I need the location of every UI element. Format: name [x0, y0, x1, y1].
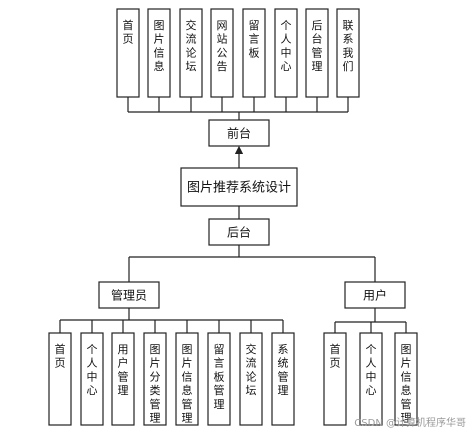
- admin-node: 管理员: [98, 281, 160, 309]
- front-module-7: 联系我们: [336, 8, 360, 98]
- front-module-4-box: [242, 8, 266, 98]
- front-module-2: 交流论坛: [179, 8, 203, 98]
- admin-module-3: 图片分类管理: [143, 332, 167, 426]
- front-module-2-label: 交流论坛: [186, 18, 197, 73]
- front-module-7-box: [336, 8, 360, 98]
- admin-module-4-label: 图片信息管理: [182, 343, 193, 425]
- front-module-5-label: 个人中心: [281, 19, 292, 73]
- front-module-6-box: [305, 8, 329, 98]
- front-module-3-box: [210, 8, 234, 98]
- user-node-box: [344, 281, 406, 309]
- root-node-box: [180, 167, 298, 207]
- admin-module-0: 首页: [48, 332, 72, 426]
- front-module-1-box: [147, 8, 171, 98]
- back-node-box: [208, 218, 270, 246]
- admin-module-5: 留言板管理: [207, 332, 231, 426]
- front-module-0: 首页: [116, 8, 140, 98]
- user-module-1: 个人中心: [359, 332, 383, 426]
- front-node-label: 前台: [227, 125, 251, 140]
- admin-module-5-box: [207, 332, 231, 426]
- front-module-1: 图片信息: [147, 8, 171, 98]
- front-node: 前台: [208, 119, 270, 147]
- user-module-0-box: [323, 332, 347, 426]
- front-module-2-box: [179, 8, 203, 98]
- admin-module-0-label: 首页: [55, 342, 66, 370]
- back-node: 后台: [208, 218, 270, 246]
- user-node-label: 用户: [363, 287, 387, 302]
- diagram-nodes: 首页图片信息交流论坛网站公告留言板个人中心后台管理联系我们前台图片推荐系统设计后…: [48, 8, 418, 426]
- front-module-4: 留言板: [242, 8, 266, 98]
- front-module-6: 后台管理: [305, 8, 329, 98]
- watermark: CSDN @计算机程序华哥: [354, 416, 466, 429]
- admin-module-2: 用户管理: [111, 332, 135, 426]
- front-module-4-label: 留言板: [249, 19, 260, 60]
- front-module-7-label: 联系我们: [343, 19, 354, 73]
- admin-module-6-label: 交流论坛: [246, 342, 257, 397]
- admin-module-2-box: [111, 332, 135, 426]
- front-module-0-label: 首页: [123, 18, 134, 46]
- admin-module-7-box: [271, 332, 295, 426]
- front-module-6-label: 后台管理: [312, 19, 323, 73]
- admin-module-0-box: [48, 332, 72, 426]
- front-module-3-label: 网站公告: [217, 19, 228, 73]
- connector-lines: [59, 97, 407, 333]
- front-module-5-box: [274, 8, 298, 98]
- front-module-5: 个人中心: [274, 8, 298, 98]
- admin-node-box: [98, 281, 160, 309]
- admin-module-1: 个人中心: [80, 332, 104, 426]
- user-module-1-box: [359, 332, 383, 426]
- admin-module-1-box: [80, 332, 104, 426]
- front-module-1-label: 图片信息: [154, 19, 165, 73]
- user-module-0: 首页: [323, 332, 347, 426]
- front-module-0-box: [116, 8, 140, 98]
- admin-module-6: 交流论坛: [239, 332, 263, 426]
- admin-node-label: 管理员: [111, 287, 147, 302]
- admin-module-1-label: 个人中心: [87, 343, 98, 397]
- admin-module-7-label: 系统管理: [278, 343, 289, 397]
- back-node-label: 后台: [227, 224, 251, 239]
- admin-module-4-box: [175, 332, 199, 426]
- user-node: 用户: [344, 281, 406, 309]
- user-module-1-label: 个人中心: [366, 343, 377, 397]
- admin-module-2-label: 用户管理: [118, 343, 129, 397]
- user-module-2-label: 图片信息管理: [401, 343, 412, 425]
- admin-module-3-label: 图片分类管理: [150, 343, 161, 425]
- front-node-box: [208, 119, 270, 147]
- admin-module-5-label: 留言板管理: [214, 343, 225, 411]
- admin-module-3-box: [143, 332, 167, 426]
- root-node-label: 图片推荐系统设计: [187, 181, 291, 196]
- user-module-0-label: 首页: [330, 342, 341, 370]
- root-node: 图片推荐系统设计: [180, 167, 298, 207]
- front-module-3: 网站公告: [210, 8, 234, 98]
- user-module-2: 图片信息管理: [394, 332, 418, 426]
- admin-module-4: 图片信息管理: [175, 332, 199, 426]
- admin-module-7: 系统管理: [271, 332, 295, 426]
- admin-module-6-box: [239, 332, 263, 426]
- user-module-2-box: [394, 332, 418, 426]
